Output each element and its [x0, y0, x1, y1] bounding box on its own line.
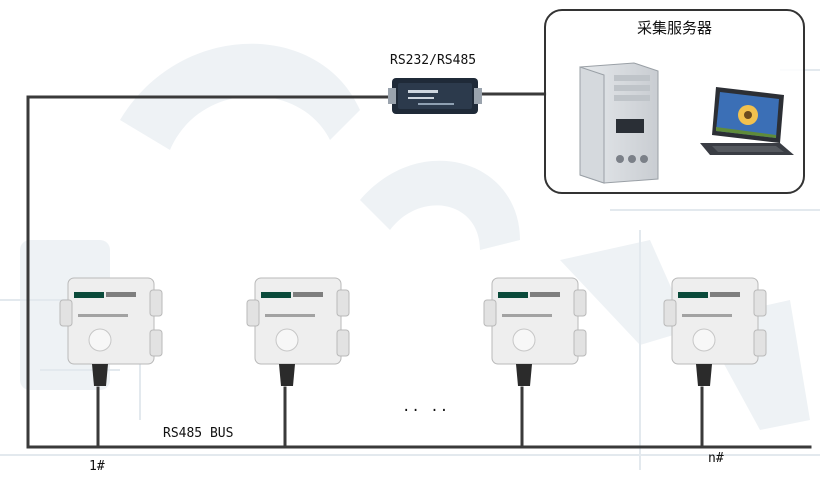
laptop-icon [700, 87, 794, 155]
sensor-2-icon [246, 277, 350, 386]
server-group-title: 采集服务器 [636, 19, 712, 37]
sensor-1-label: 1# [89, 459, 105, 474]
ellipsis-label: ·· ·· [402, 403, 450, 419]
server-group: 采集服务器 [544, 9, 805, 194]
sensor-n-label: n# [708, 451, 724, 466]
bus-label: RS485 BUS [163, 426, 234, 441]
converter-label: RS232/RS485 [390, 53, 477, 68]
sensor-n-icon [663, 277, 767, 386]
desktop-tower-icon [579, 62, 659, 184]
rs232-rs485-converter-icon [388, 78, 482, 114]
sensor-3-icon [483, 277, 587, 386]
sensor-1-icon [59, 277, 163, 386]
